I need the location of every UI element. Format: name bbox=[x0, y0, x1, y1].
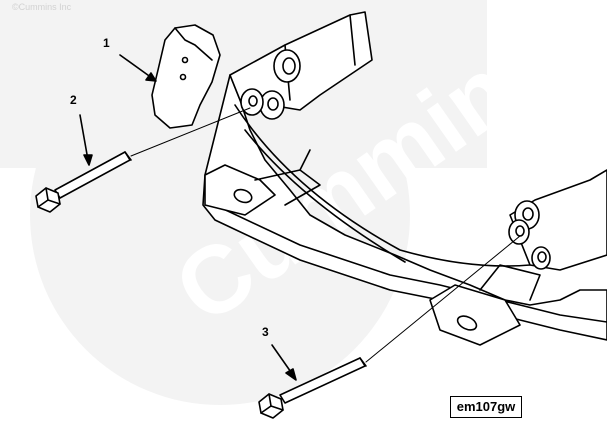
callout-3-leader bbox=[271, 344, 297, 381]
callout-2-leader bbox=[79, 114, 93, 166]
right-mounting-pad bbox=[429, 284, 521, 346]
upper-boss-outer bbox=[273, 49, 301, 83]
callout-2-label: 2 bbox=[70, 93, 77, 107]
lower-capscrew bbox=[258, 235, 521, 419]
callout-3-label: 3 bbox=[262, 325, 269, 339]
figure-id-label: em107gw bbox=[450, 396, 522, 418]
callout-1-leader bbox=[119, 54, 157, 82]
upper-capscrew bbox=[35, 107, 251, 213]
copyright-notice: ©Cummins Inc bbox=[12, 2, 72, 12]
callout-1-label: 1 bbox=[103, 36, 110, 50]
bracket-main-body bbox=[202, 74, 607, 341]
